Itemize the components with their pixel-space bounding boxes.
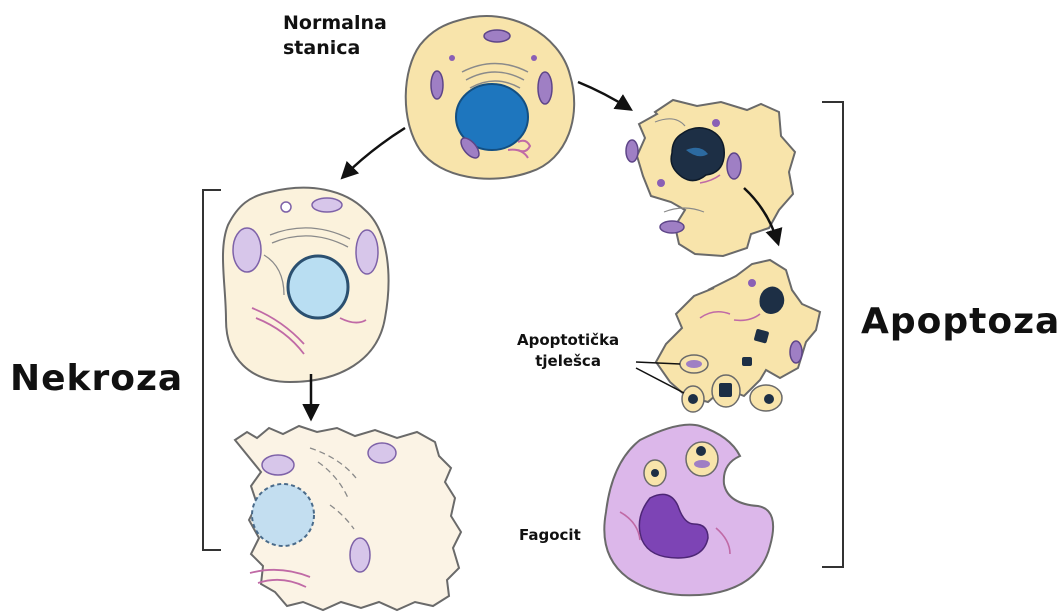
apoptotic-body <box>680 355 708 373</box>
mitochondrion <box>538 72 552 104</box>
engulfed-apoptotic-body <box>686 442 718 476</box>
degraded-nucleus <box>252 484 314 546</box>
lysed-necrotic-cell <box>235 426 461 610</box>
blebbing-apoptotic-cell <box>656 260 820 402</box>
vesicle <box>449 55 455 61</box>
arrow-normal-to-necrosis <box>343 128 405 177</box>
shrinking-apoptotic-cell <box>626 100 795 256</box>
mitochondrion <box>431 71 443 99</box>
mitochondrion <box>484 30 510 42</box>
nuclear-fragment <box>742 357 752 366</box>
vesicle <box>531 55 537 61</box>
mitochondrion <box>233 228 261 272</box>
arrow-normal-to-apoptosis <box>578 82 630 109</box>
vesicle <box>281 202 291 212</box>
apoptosis-bracket <box>822 102 843 567</box>
apoptosis-label: Apoptoza <box>861 301 1060 342</box>
vesicle <box>657 179 665 187</box>
mitochondrion <box>660 221 684 233</box>
swollen-nucleus <box>288 256 348 318</box>
mitochondrion <box>262 455 294 475</box>
apoptotic-body <box>682 386 704 412</box>
apoptotic-bodies-label: Apoptotička tjelešca <box>517 330 619 372</box>
mitochondrion <box>356 230 378 274</box>
normal-cell <box>406 16 574 179</box>
mitochondrion <box>368 443 396 463</box>
apoptotic-bodies-label-line2: tjelešca <box>517 351 619 372</box>
normal-cell-label-line1: Normalna <box>283 11 387 36</box>
mitochondrion <box>312 198 342 212</box>
necrosis-bracket <box>203 190 221 550</box>
swollen-necrotic-cell <box>223 188 389 382</box>
mitochondrion <box>626 140 638 162</box>
apoptotic-bodies-label-line1: Apoptotička <box>517 330 619 351</box>
vesicle <box>712 119 720 127</box>
phagocyte-label: Fagocit <box>519 525 581 546</box>
phagocyte-cell <box>604 425 773 596</box>
vesicle <box>748 279 756 287</box>
necrosis-label: Nekroza <box>10 358 183 399</box>
mitochondrion <box>790 341 802 363</box>
normal-cell-label-line2: stanica <box>283 36 387 61</box>
mitochondrion <box>727 153 741 179</box>
apoptotic-body <box>712 375 740 407</box>
engulfed-apoptotic-body <box>644 460 666 486</box>
mitochondrion <box>350 538 370 572</box>
normal-cell-label: Normalna stanica <box>283 11 387 61</box>
apoptotic-body <box>750 385 782 411</box>
